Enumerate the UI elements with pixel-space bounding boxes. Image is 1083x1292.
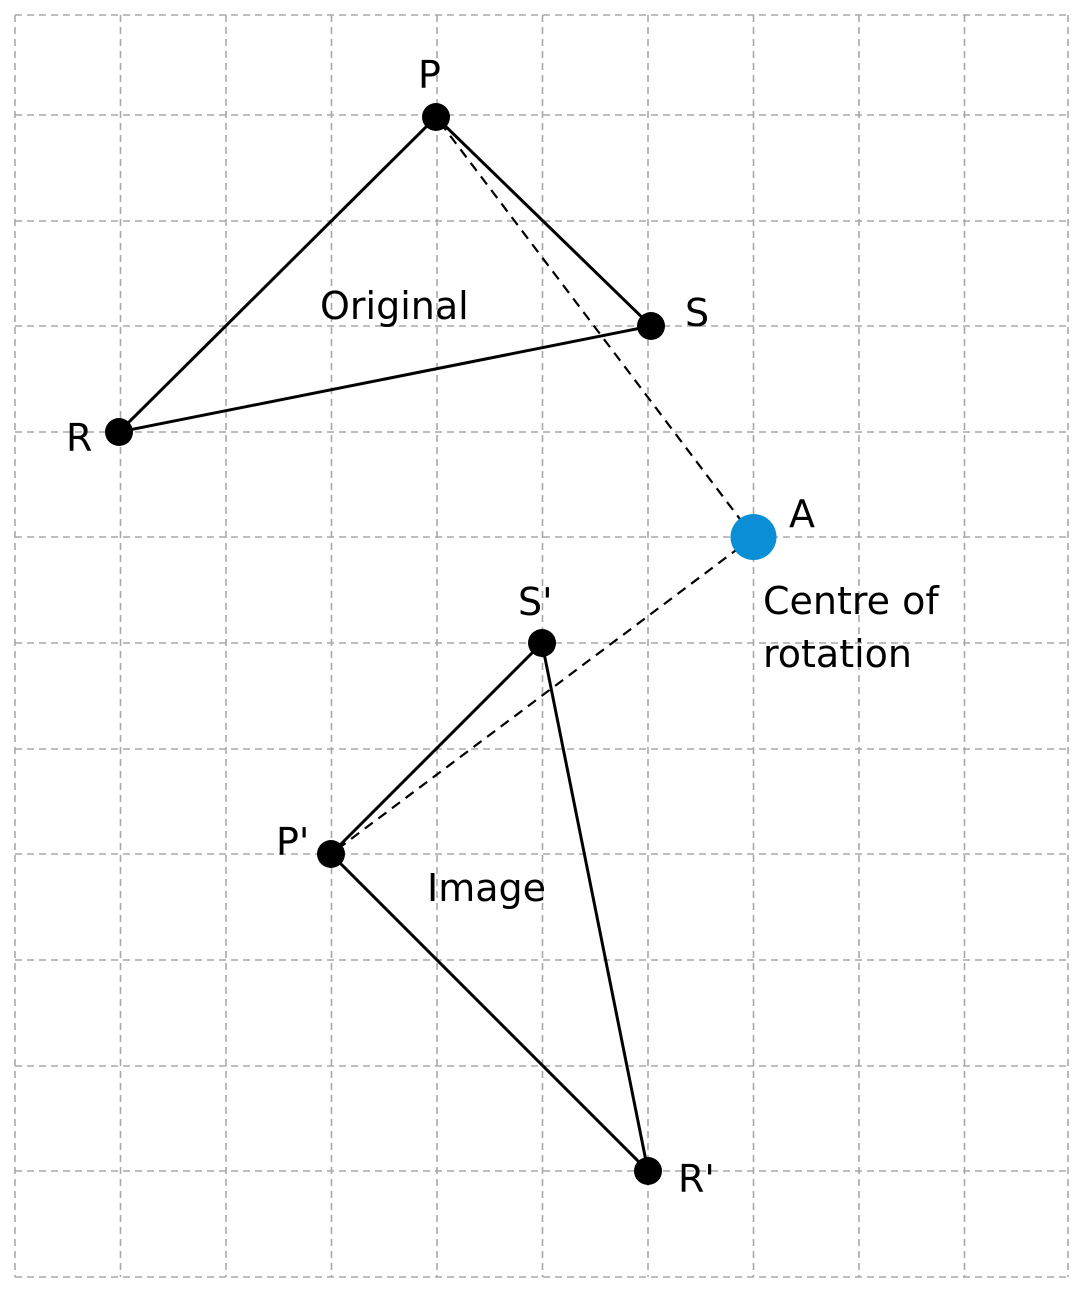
- point-R: [105, 418, 133, 446]
- point-P: [422, 103, 450, 131]
- centre-of-rotation-point: [730, 514, 777, 560]
- edge-P-S: [434, 115, 653, 328]
- caption-centre-line-2: rotation: [763, 632, 912, 676]
- label-R: R: [66, 416, 92, 460]
- vertex-points: [105, 103, 665, 1185]
- label-S: S: [685, 291, 709, 335]
- label-P: P: [418, 53, 441, 97]
- image-triangle: [329, 641, 650, 1173]
- label-P-prime: P': [276, 820, 309, 864]
- vertex-labels: P S R S' P' R' A: [66, 53, 815, 1201]
- edge-S-prime-R-prime: [540, 642, 650, 1172]
- grid-horizontal-lines: [15, 14, 1068, 1278]
- point-S: [637, 312, 665, 340]
- edge-S-prime-P-prime: [329, 641, 544, 856]
- point-S-prime: [528, 629, 556, 657]
- label-R-prime: R': [678, 1157, 715, 1201]
- label-S-prime: S': [518, 580, 553, 624]
- label-A: A: [789, 492, 815, 536]
- edge-P-prime-R-prime: [329, 852, 650, 1173]
- original-triangle: [117, 115, 653, 434]
- grid: [14, 14, 1069, 1278]
- caption-centre-line-1: Centre of: [763, 579, 940, 623]
- guide-line-A-to-P: [435, 116, 755, 538]
- rotation-guides: [330, 116, 755, 855]
- grid-vertical-lines: [14, 15, 1069, 1277]
- captions: Original Image Centre of rotation: [320, 284, 940, 910]
- caption-image: Image: [427, 866, 546, 910]
- edge-P-R: [117, 115, 438, 434]
- caption-original: Original: [320, 284, 469, 328]
- guide-line-A-to-P-prime: [330, 536, 755, 855]
- point-R-prime: [634, 1157, 662, 1185]
- edge-R-S: [118, 324, 652, 434]
- point-P-prime: [317, 840, 345, 868]
